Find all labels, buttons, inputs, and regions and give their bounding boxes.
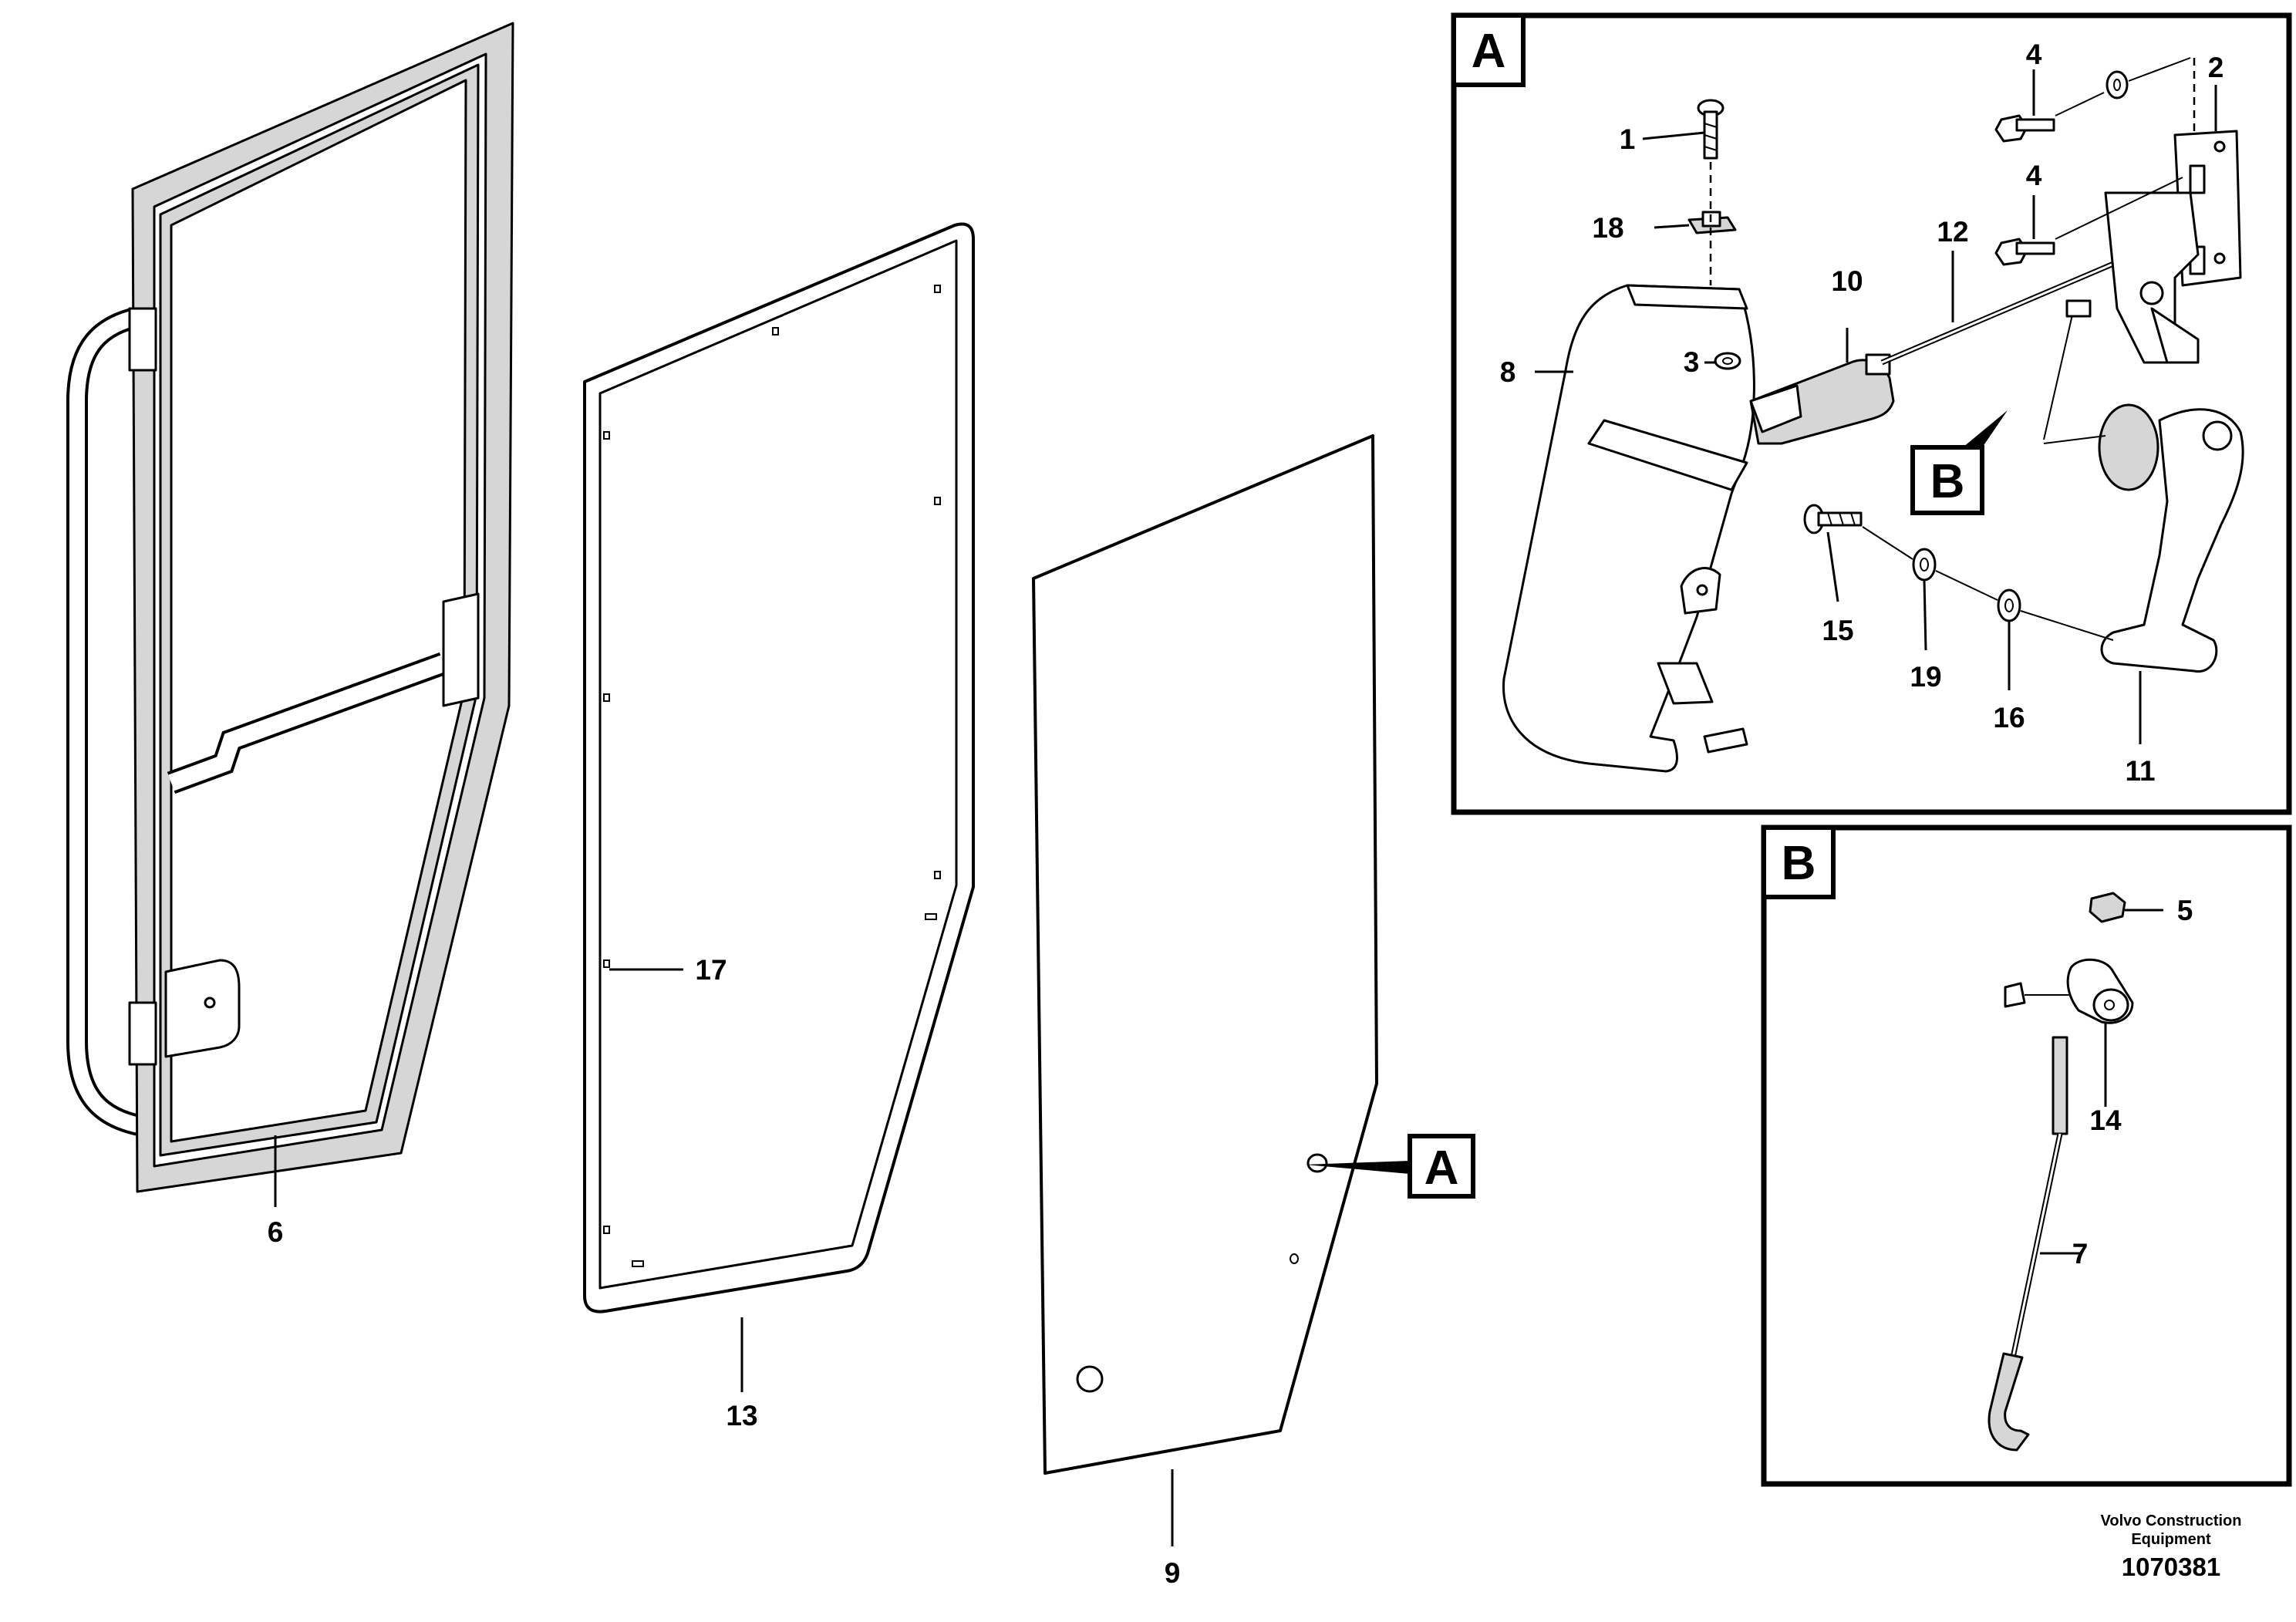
detail-box-a [1451,12,2292,815]
ref-pointer-a [1305,1161,1410,1174]
callout-9: 9 [1165,1557,1181,1589]
rod-part [1880,259,2119,366]
callout-2: 2 [2208,52,2224,83]
washer-16-part [1997,588,2021,622]
latch-mechanism-part [1749,353,1895,445]
washer-19-part [1912,548,1937,582]
footer-brand-line1: Volvo Construction [2101,1512,2242,1529]
callout-1: 1 [1620,123,1636,155]
ref-tag-box-b [1910,445,1984,515]
callout-18: 18 [1592,212,1623,244]
detail-a-title: A [1472,25,1506,78]
callout-7: 7 [2072,1238,2089,1270]
callout-3: 3 [1684,346,1700,378]
callout-15: 15 [1822,615,1853,646]
bolt-part [1697,99,1725,160]
ref-tag-a-text: A [1424,1141,1459,1195]
lock-plate-part [2104,130,2242,364]
callout-10: 10 [1831,265,1863,297]
handle-part [2043,299,2244,673]
footer-brand-line2: Equipment [2131,1531,2211,1548]
footer-doc-number: 1070381 [2122,1553,2220,1581]
detail-box-b [1761,824,2292,1487]
screw-upper-part [1994,70,2129,143]
latch-cover-part [1502,284,1755,773]
leader-lines [274,69,2217,1546]
door-seal-part [583,222,975,1313]
callout-6: 6 [268,1216,284,1248]
callout-14: 14 [2089,1104,2122,1136]
clip-nut-part [1687,211,1737,234]
socket-part [2004,958,2134,1024]
detail-b-title: B [1782,837,1816,890]
gas-spring-part [1988,1036,2068,1452]
callout-19: 19 [1910,661,1941,693]
cap-part [2089,892,2126,923]
callout-4b: 4 [2026,160,2042,191]
callout-17: 17 [695,954,727,986]
callout-12: 12 [1937,216,1968,248]
door-frame-part [66,22,514,1193]
ref-tag-box-a [1408,1134,1475,1199]
callout-4a: 4 [2026,39,2042,70]
callout-11: 11 [2125,755,2155,787]
washer-part [1714,352,1741,370]
callout-8: 8 [1500,356,1516,388]
callout-13: 13 [726,1400,757,1431]
callout-5: 5 [2177,895,2193,926]
callout-16: 16 [1993,702,2025,733]
ref-tag-b-text: B [1930,455,1965,508]
door-glass-part [1032,434,1378,1475]
screw-lower-part [1994,238,2055,266]
handle-screw-part [1803,504,1863,534]
